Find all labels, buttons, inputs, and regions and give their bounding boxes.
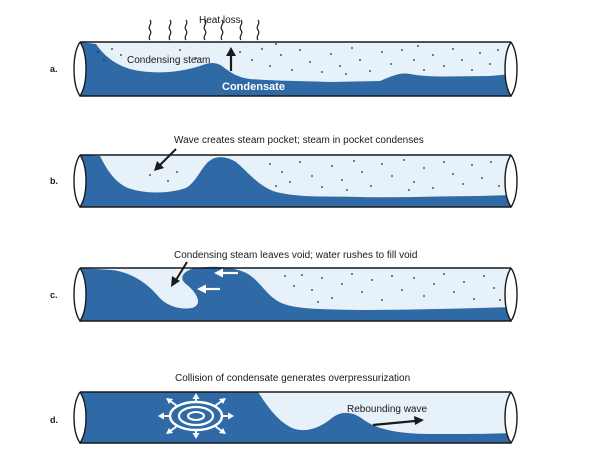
pipe-a-right-end bbox=[504, 41, 518, 98]
pipe-b-left-end bbox=[73, 154, 87, 209]
panel-b: b. Wave creates steam pocket; steam in p… bbox=[50, 135, 518, 209]
panel-c: c. Condensing steam leaves void; water r… bbox=[50, 250, 518, 323]
rush-arrow-upper-icon bbox=[214, 268, 238, 278]
pointer-arrow-c-icon bbox=[171, 261, 188, 287]
caption-a: Heat loss bbox=[199, 15, 241, 26]
panel-d: d. Collision bbox=[50, 373, 518, 445]
pipe-d-left-end bbox=[73, 391, 87, 445]
pipe-c-right-end bbox=[504, 267, 518, 323]
caption-c: Condensing steam leaves void; water rush… bbox=[174, 250, 417, 261]
step-label-c: c. bbox=[50, 290, 58, 300]
label-condensate: Condensate bbox=[222, 81, 285, 93]
up-arrow-icon bbox=[226, 47, 236, 71]
caption-d: Collision of condensate generates overpr… bbox=[175, 373, 410, 384]
rush-arrow-lower-icon bbox=[197, 284, 220, 294]
step-label-b: b. bbox=[50, 176, 58, 186]
panel-a: a. Heat loss bbox=[50, 15, 518, 98]
step-label-a: a. bbox=[50, 64, 58, 74]
label-rebounding-wave: Rebounding wave bbox=[347, 404, 427, 415]
pipe-c-left-end bbox=[73, 267, 87, 323]
condensate-a bbox=[80, 42, 511, 96]
pipe-b-right-end bbox=[504, 154, 518, 209]
rebound-arrow-icon bbox=[372, 416, 424, 427]
heat-loss-wavy-lines bbox=[148, 19, 260, 41]
caption-b: Wave creates steam pocket; steam in pock… bbox=[174, 135, 424, 146]
pressure-burst-arrowheads bbox=[158, 393, 234, 439]
label-condensing-steam: Condensing steam bbox=[127, 55, 210, 66]
condensate-b bbox=[80, 155, 511, 207]
condensate-c bbox=[80, 266, 511, 321]
step-label-d: d. bbox=[50, 415, 58, 425]
pipe-d-right-end bbox=[504, 391, 518, 445]
steam-dots-a bbox=[97, 43, 499, 75]
steam-dots-b bbox=[149, 159, 500, 191]
pointer-arrow-b-icon bbox=[154, 148, 177, 171]
steam-dots-c bbox=[284, 273, 501, 303]
pipe-a-left-end bbox=[73, 41, 87, 98]
